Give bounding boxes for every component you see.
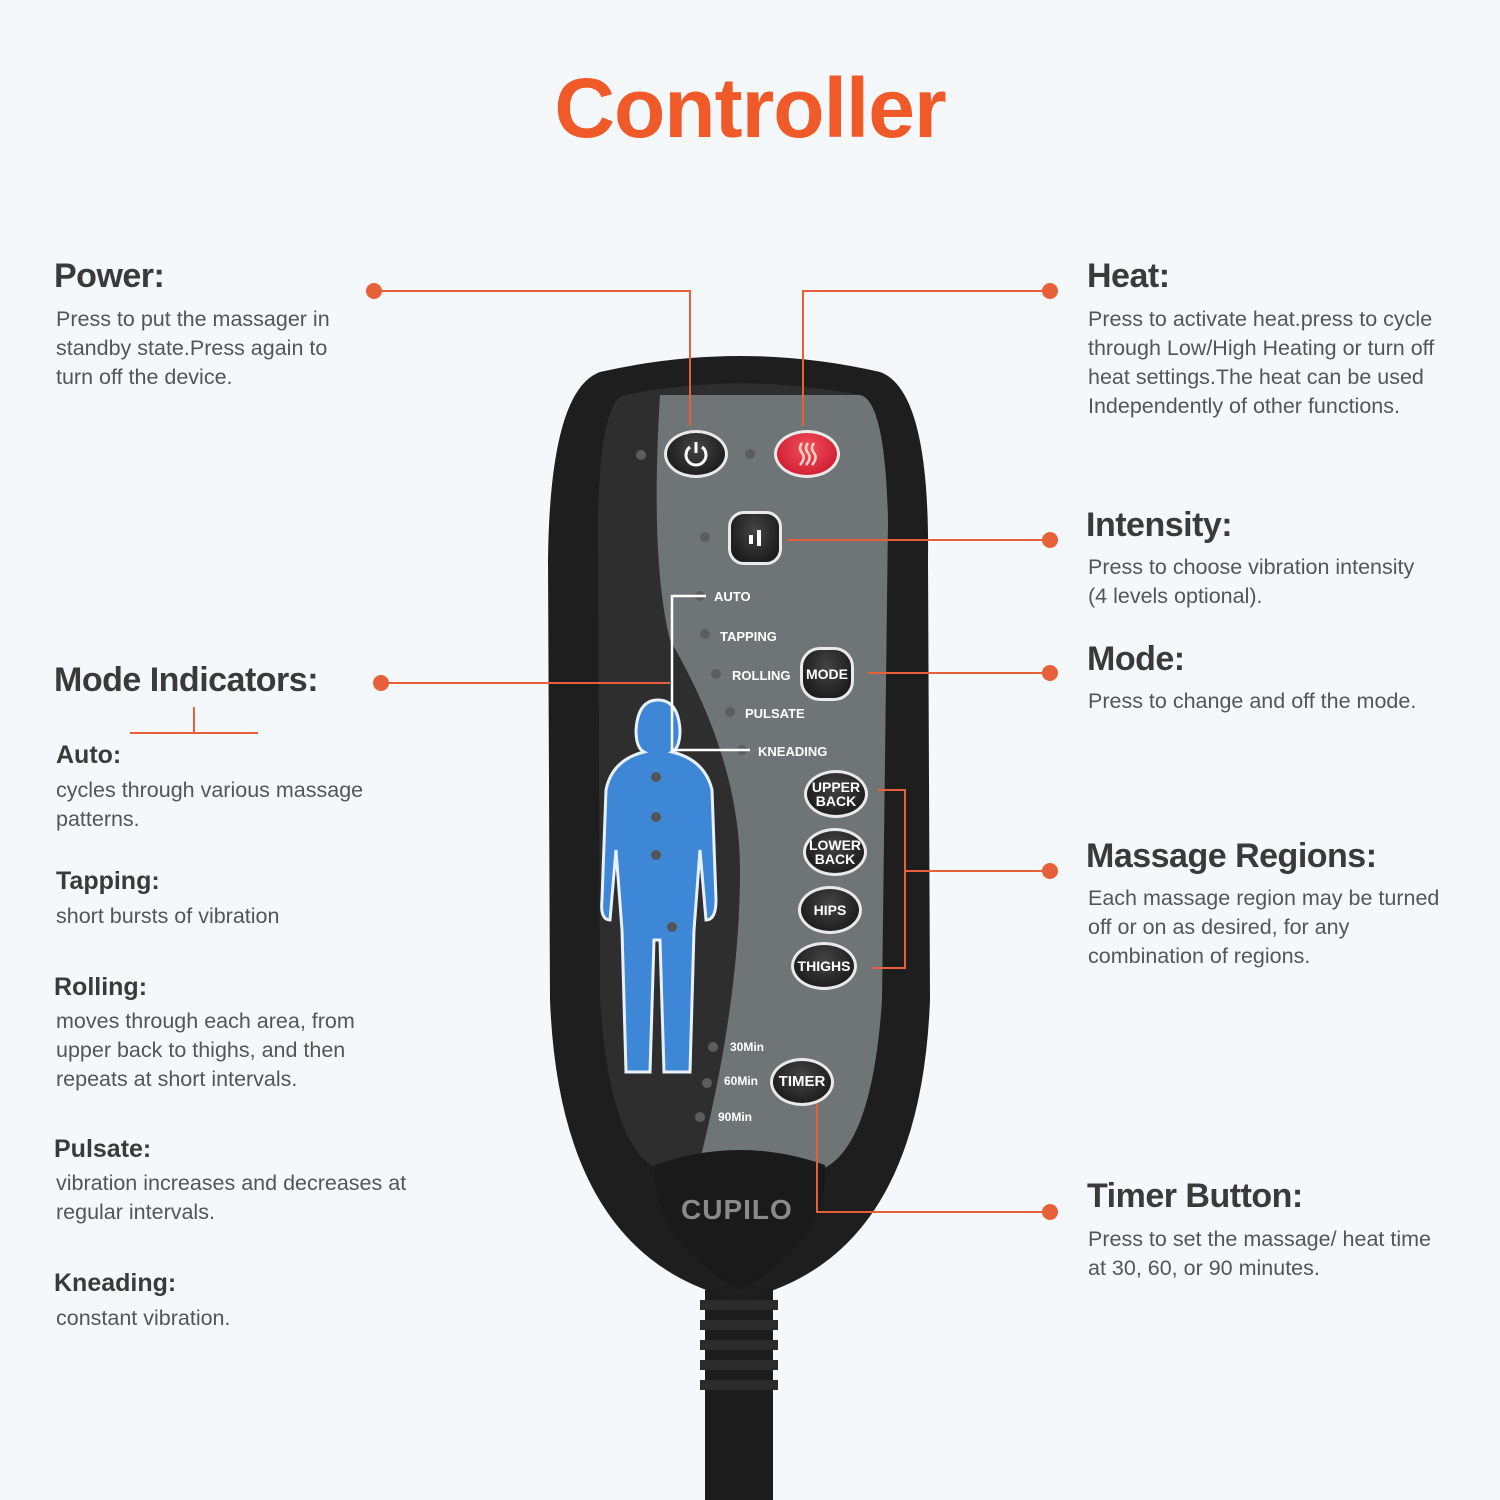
heat-waves-icon — [798, 442, 817, 466]
tapping-description: short bursts of vibration — [56, 902, 279, 931]
mode-heading: Mode: — [1087, 640, 1185, 678]
mode-label-tapping: TAPPING — [720, 629, 777, 644]
text-line: vibration increases and decreases at — [56, 1171, 407, 1195]
lower-back-line1: LOWER — [808, 837, 862, 853]
callout-lines — [130, 290, 1050, 1213]
body-leds — [651, 772, 677, 932]
thighs-button[interactable]: THIGHS — [791, 942, 857, 990]
lower-back-line2: BACK — [814, 851, 856, 867]
heat-button[interactable] — [774, 430, 840, 478]
text-line: off or on as desired, for any — [1088, 915, 1350, 939]
heat-description: Press to activate heat.press to cycle th… — [1088, 305, 1434, 421]
text-line: constant vibration. — [56, 1306, 231, 1330]
text-line: Press to set the massage/ heat time — [1088, 1227, 1431, 1251]
text-line: Press to put the massager in — [56, 307, 330, 331]
upper-back-line2: BACK — [815, 793, 857, 809]
text-line: patterns. — [56, 807, 140, 831]
text-line: through Low/High Heating or turn off — [1088, 336, 1435, 360]
timer-button[interactable]: TIMER — [770, 1058, 834, 1106]
intensity-button[interactable] — [728, 511, 782, 565]
auto-description: cycles through various massage patterns. — [56, 776, 363, 834]
timer-label-90: 90Min — [718, 1110, 753, 1124]
text-line: regular intervals. — [56, 1200, 215, 1224]
timer-heading: Timer Button: — [1087, 1177, 1303, 1215]
text-line: Press to choose vibration intensity — [1088, 555, 1415, 579]
text-line: short bursts of vibration — [56, 904, 280, 928]
brand-logo: CUPILO — [681, 1194, 793, 1225]
pulsate-description: vibration increases and decreases at reg… — [56, 1169, 406, 1227]
rolling-heading: Rolling: — [54, 973, 148, 1001]
timer-description: Press to set the massage/ heat time at 3… — [1088, 1225, 1431, 1283]
text-line: (4 levels optional). — [1088, 584, 1263, 608]
bottom-cap — [654, 1150, 826, 1290]
body-figure-icon — [600, 698, 718, 1074]
kneading-description: constant vibration. — [56, 1304, 231, 1333]
mode-label-auto: AUTO — [714, 589, 751, 604]
timer-label-30: 30Min — [730, 1040, 765, 1054]
mode-label-kneading: KNEADING — [758, 744, 828, 759]
timer-label-60: 60Min — [724, 1074, 759, 1088]
callout-dots — [366, 283, 1058, 1220]
text-line: heat settings.The heat can be used — [1088, 365, 1424, 389]
text-line: moves through each area, from — [56, 1009, 355, 1033]
text-line: upper back to thighs, and then — [56, 1038, 346, 1062]
massage-regions-description: Each massage region may be turned off or… — [1088, 884, 1439, 971]
text-line: combination of regions. — [1088, 944, 1311, 968]
mode-label-rolling: ROLLING — [732, 668, 791, 683]
mode-bracket — [670, 594, 750, 752]
mode-description: Press to change and off the mode. — [1088, 687, 1416, 716]
text-line: at 30, 60, or 90 minutes. — [1088, 1256, 1320, 1280]
tapping-heading: Tapping: — [56, 867, 160, 895]
mode-indicators-heading: Mode Indicators: — [54, 661, 319, 699]
text-line: standby state.Press again to — [56, 336, 328, 360]
hips-button[interactable]: HIPS — [798, 886, 862, 934]
auto-heading: Auto: — [56, 741, 122, 769]
intensity-icon — [749, 530, 761, 546]
upper-back-line1: UPPER — [811, 779, 861, 795]
text-line: turn off the device. — [56, 365, 233, 389]
text-line: Press to activate heat.press to cycle — [1088, 307, 1433, 331]
text-line: repeats at short intervals. — [56, 1067, 298, 1091]
mode-label-pulsate: PULSATE — [745, 706, 805, 721]
massage-regions-heading: Massage Regions: — [1086, 837, 1377, 875]
text-line: cycles through various massage — [56, 778, 364, 802]
cable-strain-relief — [700, 1300, 778, 1390]
text-line: Each massage region may be turned — [1088, 886, 1440, 910]
power-heading: Power: — [54, 257, 165, 295]
kneading-heading: Kneading: — [54, 1269, 177, 1297]
text-line: Press to change and off the mode. — [1088, 689, 1417, 713]
pulsate-heading: Pulsate: — [54, 1135, 152, 1163]
intensity-description: Press to choose vibration intensity (4 l… — [1088, 553, 1414, 611]
page-title: Controller — [554, 61, 946, 155]
heat-heading: Heat: — [1087, 257, 1170, 295]
power-icon — [684, 442, 708, 467]
power-description: Press to put the massager in standby sta… — [56, 305, 330, 392]
status-leds — [636, 449, 755, 1122]
mode-button[interactable]: MODE — [800, 647, 854, 701]
intensity-heading: Intensity: — [1086, 506, 1233, 544]
text-line: Independently of other functions. — [1088, 394, 1400, 418]
power-button[interactable] — [664, 430, 728, 478]
rolling-description: moves through each area, from upper back… — [56, 1007, 355, 1094]
